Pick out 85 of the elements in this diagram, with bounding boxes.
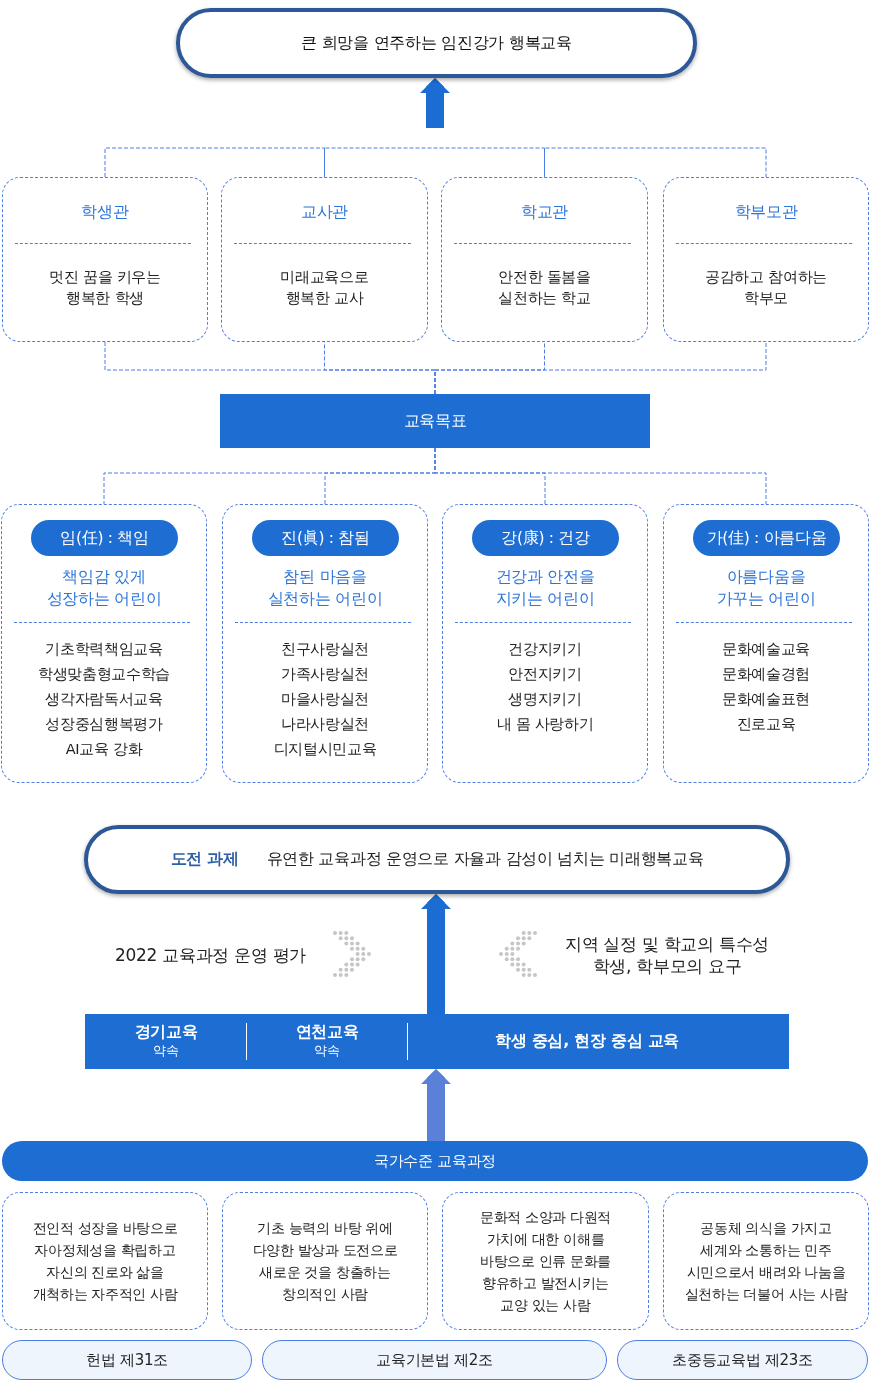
law-text: 교육기본법 제2조 xyxy=(376,1350,493,1370)
band-heading: 경기교육 xyxy=(134,1022,198,1042)
challenge-banner xyxy=(84,825,790,894)
goal-subtitle: 건강과 안전을 지키는 어린이 xyxy=(495,566,595,610)
card-text: 공동체 의식을 가지고 세계와 소통하는 민주 시민으로서 배려와 나눔을 실천하는 더불어 사는 사람 xyxy=(684,1219,848,1304)
law-pill xyxy=(617,1340,868,1380)
list-item: 성장중심행복평가 xyxy=(45,715,163,734)
challenge-heading: 도전 과제 xyxy=(170,849,239,870)
card-heading: 학교관 xyxy=(520,201,569,223)
list-item: 문화예술교육 xyxy=(721,640,811,659)
list-item: 나라사랑실천 xyxy=(280,715,370,734)
list-item: 내 몸 사랑하기 xyxy=(496,715,594,734)
challenge-text: 유연한 교육과정 운영으로 자율과 감성이 넘치는 미래행복교육 xyxy=(266,849,704,870)
goal-card xyxy=(1,504,207,783)
factor-text: 2022 교육과정 운영 평가 xyxy=(115,944,306,966)
factor-text: 지역 실정 및 학교의 특수성 xyxy=(564,933,770,955)
goal-card xyxy=(222,504,428,783)
card-heading: 학부모관 xyxy=(734,201,798,223)
value-pill xyxy=(693,520,840,556)
bar-title: 교육목표 xyxy=(403,410,467,432)
dashed-connector xyxy=(324,147,545,178)
block-arrow xyxy=(421,894,451,1014)
list-item: 생명지키기 xyxy=(508,690,582,709)
band-heading: 학생 중심, 현장 중심 교육 xyxy=(495,1031,679,1051)
card-text: 안전한 돌봄을 실천하는 학교 xyxy=(498,268,591,308)
perspective-card xyxy=(441,177,648,342)
perspective-card xyxy=(221,177,428,342)
goal-card xyxy=(663,504,869,783)
law-text: 초중등교육법 제23조 xyxy=(672,1350,813,1370)
list-item: 학생맞춤형교수학습 xyxy=(37,665,171,684)
card-text: 공감하고 참여하는 학부모 xyxy=(705,268,827,308)
band-subtext: 약속 xyxy=(314,1043,340,1059)
card-text: 미래교육으로 행복한 교사 xyxy=(280,268,369,308)
goal-subtitle: 아름다움을 가꾸는 어린이 xyxy=(716,566,816,610)
pill-text: 가(佳) : 아름다움 xyxy=(706,527,827,549)
value-pill xyxy=(31,520,178,556)
band-subtext: 약속 xyxy=(153,1043,179,1059)
pill-text: 임(任) : 책임 xyxy=(60,527,149,549)
list-item: 진로교육 xyxy=(736,715,796,734)
card-heading: 교사관 xyxy=(300,201,349,223)
list-item: 기초학력책임교육 xyxy=(45,640,163,659)
value-pill xyxy=(472,520,619,556)
card-text: 전인적 성장을 바탕으로 자아정체성을 확립하고 자신의 진로와 삶을 개척하는 자주적인 사람 xyxy=(32,1219,178,1304)
bar-title: 국가수준 교육과정 xyxy=(373,1151,497,1171)
ideal-person-card xyxy=(442,1192,649,1330)
goal-subtitle: 책임감 있게 성장하는 어린이 xyxy=(46,566,162,610)
list-item: 가족사랑실천 xyxy=(280,665,370,684)
card-text: 기초 능력의 바탕 위에 다양한 발상과 도전으로 새로운 것을 창출하는 창의적인 사람 xyxy=(252,1219,398,1304)
list-item: 문화예술경험 xyxy=(721,665,811,684)
pill-text: 강(康) : 건강 xyxy=(501,527,590,549)
band-heading: 연천교육 xyxy=(295,1022,359,1042)
goal-card xyxy=(442,504,648,783)
perspective-card xyxy=(2,177,208,342)
dashed-connector xyxy=(544,147,767,178)
promise-band xyxy=(85,1014,789,1069)
list-item: 건강지키기 xyxy=(508,640,582,659)
list-item: 마을사랑실천 xyxy=(280,690,370,709)
value-pill xyxy=(252,520,399,556)
factor-text: 학생, 학부모의 요구 xyxy=(592,955,742,977)
list-item: 친구사랑실천 xyxy=(280,640,370,659)
law-pill xyxy=(262,1340,607,1380)
ideal-person-card xyxy=(2,1192,208,1330)
ideal-person-card xyxy=(663,1192,869,1330)
list-item: 문화예술표현 xyxy=(721,690,811,709)
card-text: 멋진 꿈을 키우는 행복한 학생 xyxy=(49,268,161,308)
list-item: 안전지키기 xyxy=(508,665,582,684)
ideal-person-card xyxy=(222,1192,428,1330)
list-item: 디지털시민교육 xyxy=(273,740,377,759)
perspective-card xyxy=(663,177,869,342)
list-item: AI교육 강화 xyxy=(65,740,143,759)
card-heading: 학생관 xyxy=(81,201,129,223)
goal-subtitle: 참된 마음을 실천하는 어린이 xyxy=(267,566,383,610)
dashed-connector xyxy=(434,341,767,395)
card-text: 문화적 소양과 다원적 가치에 대한 이해를 바탕으로 인류 문화를 향유하고 발전시키는 교양 있는 사람 xyxy=(479,1208,612,1315)
dashed-connector xyxy=(104,147,325,178)
list-item: 생각자람독서교육 xyxy=(45,690,163,709)
vision-banner xyxy=(176,8,697,78)
curriculum-bar xyxy=(2,1141,868,1181)
goal-title-bar xyxy=(220,394,650,448)
pill-text: 진(眞) : 참됨 xyxy=(281,527,370,549)
block-arrow xyxy=(420,78,450,128)
law-text: 헌법 제31조 xyxy=(86,1350,168,1370)
dashed-connector xyxy=(434,447,767,505)
vision-text: 큰 희망을 연주하는 임진강가 행복교육 xyxy=(301,32,572,54)
law-pill xyxy=(2,1340,252,1380)
